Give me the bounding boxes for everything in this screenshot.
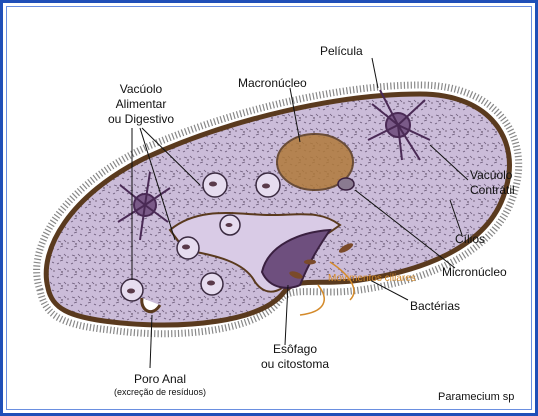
label-species: Paramecium sp <box>438 390 514 404</box>
label-poro-anal-sub: (excreção de resíduos) <box>100 387 220 398</box>
label-poro-anal: Poro Anal <box>105 372 215 386</box>
label-esofago-2: ou citostoma <box>255 357 335 371</box>
label-macronucleo: Macronúcleo <box>238 76 307 90</box>
label-movimentos-ciliares: Movimentos ciliares <box>328 272 416 286</box>
label-micronucleo: Micronúcleo <box>442 265 507 279</box>
label-esofago-1: Esôfago <box>255 342 335 356</box>
label-vacuolo-alimentar-1: Vacúolo <box>108 82 174 96</box>
label-cilios: Cílios <box>455 232 485 246</box>
label-pelicula: Película <box>320 44 363 58</box>
label-vacuolo-alimentar-2: Alimentar <box>108 97 174 111</box>
label-bacterias: Bactérias <box>410 299 460 313</box>
micronucleus-shape <box>338 178 354 190</box>
label-vacuolo-contratil-1: Vacúolo <box>470 168 512 182</box>
label-vacuolo-alimentar-3: ou Digestivo <box>108 112 174 126</box>
label-vacuolo-contratil-2: Contrátil <box>470 183 515 197</box>
